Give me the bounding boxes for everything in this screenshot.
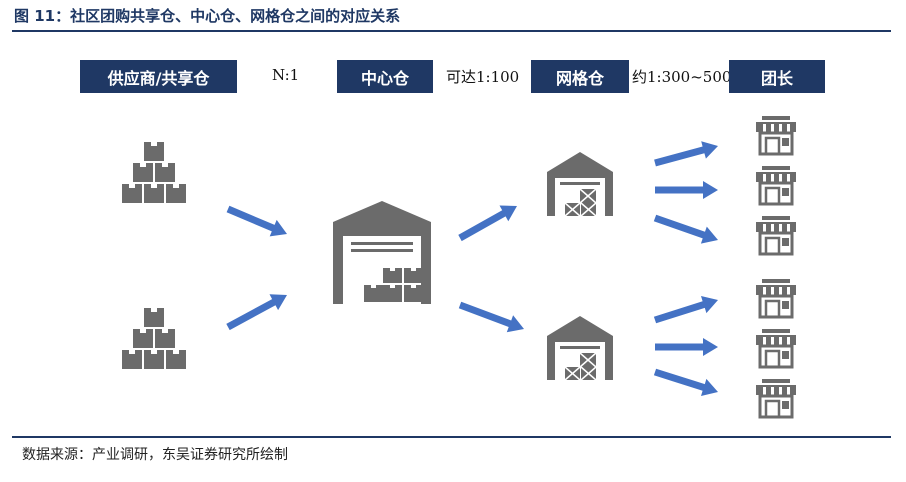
source-note: 数据来源：产业调研，东吴证券研究所绘制 (22, 447, 288, 463)
figure-title: 图 11：社区团购共享仓、中心仓、网格仓之间的对应关系 (14, 7, 401, 25)
storefront-icon (754, 164, 798, 206)
arrow-icon (655, 181, 718, 199)
large-warehouse-icon (333, 201, 431, 304)
ratio-n-to-1: N:1 (272, 66, 300, 84)
group-leader-label: 团长 (729, 60, 825, 93)
arrow-icon (458, 301, 524, 333)
center-warehouse-label: 中心仓 (337, 60, 433, 93)
arrow-icon (654, 141, 718, 167)
storefront-icon (754, 377, 798, 419)
grid-warehouse-label: 网格仓 (531, 60, 629, 93)
bottom-divider (12, 436, 891, 438)
arrow-icon (458, 205, 517, 242)
arrow-icon (653, 296, 718, 324)
arrow-icon (226, 294, 287, 331)
storefront-icon (754, 114, 798, 156)
small-warehouse-icon (546, 151, 614, 217)
storefront-icon (754, 277, 798, 319)
arrow-group (226, 141, 718, 396)
ratio-grid-to-leader: 约1:300~500 (632, 68, 732, 86)
small-warehouse-icon (546, 315, 614, 381)
supplier-label: 供应商/共享仓 (80, 60, 237, 93)
storefront-icon (754, 327, 798, 369)
box-stack-icon (122, 308, 186, 369)
top-divider (12, 30, 891, 32)
box-stack-icon (122, 142, 186, 203)
storefront-icon (754, 214, 798, 256)
ratio-center-to-grid: 可达1:100 (446, 68, 520, 86)
arrow-icon (653, 214, 718, 244)
arrow-icon (653, 368, 718, 396)
arrow-icon (226, 205, 287, 237)
arrow-icon (655, 338, 718, 356)
